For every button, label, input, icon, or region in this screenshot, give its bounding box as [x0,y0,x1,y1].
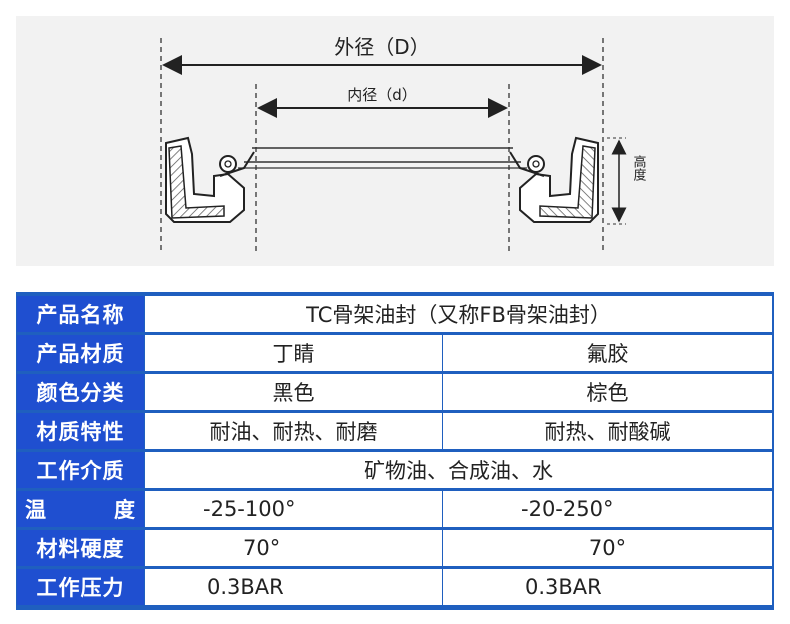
table-row: 产品名称 TC骨架油封（又称FB骨架油封） [17,296,773,332]
row-label: 工作介质 [17,452,145,488]
row-label: 材料硬度 [17,530,145,566]
row-label: 颜色分类 [17,374,145,410]
inner-diameter-label: 内径（d） [347,86,417,104]
temperature-left-value: -25-100° [145,491,443,527]
pressure-right-value: 0.3BAR [443,569,772,605]
height-label: 高度 [631,154,647,181]
product-name-value: TC骨架油封（又称FB骨架油封） [145,296,772,332]
temperature-right-value: -20-250° [443,491,772,527]
property-left-value: 耐油、耐热、耐磨 [145,413,443,449]
row-label: 产品材质 [17,335,145,371]
pressure-left-value: 0.3BAR [145,569,443,605]
property-right-value: 耐热、耐酸碱 [443,413,772,449]
left-seal-section [165,136,255,223]
table-row: 工作介质 矿物油、合成油、水 [17,452,773,488]
table-row: 材质特性 耐油、耐热、耐磨 耐热、耐酸碱 [17,413,773,449]
seal-diagram: 外径（D） 内径（d） 高度 [16,16,774,266]
color-right-value: 棕色 [443,374,772,410]
hardness-left-value: 70° [145,530,443,566]
medium-value: 矿物油、合成油、水 [145,452,772,488]
row-label-part: 温 [25,498,47,522]
row-label: 产品名称 [17,296,145,332]
table-row: 材料硬度 70° 70° [17,530,773,566]
row-label: 工作压力 [17,569,145,605]
color-left-value: 黑色 [145,374,443,410]
table-row: 产品材质 丁睛 氟胶 [17,335,773,371]
seal-cross-section-drawing: 外径（D） 内径（d） 高度 [160,35,647,252]
material-left-value: 丁睛 [145,335,443,371]
hardness-right-value: 70° [443,530,772,566]
spec-table: 产品名称 TC骨架油封（又称FB骨架油封） 产品材质 丁睛 氟胶 颜色分类 黑色… [16,292,774,610]
row-label: 温 度 [17,491,145,527]
table-row: 温 度 -25-100° -20-250° [17,491,773,527]
outer-diameter-label: 外径（D） [334,35,429,59]
table-row: 工作压力 0.3BAR 0.3BAR [17,569,773,605]
row-label: 材质特性 [17,413,145,449]
row-label-part: 度 [114,498,136,522]
table-row: 颜色分类 黑色 棕色 [17,374,773,410]
material-right-value: 氟胶 [443,335,772,371]
right-seal-section [509,136,599,223]
